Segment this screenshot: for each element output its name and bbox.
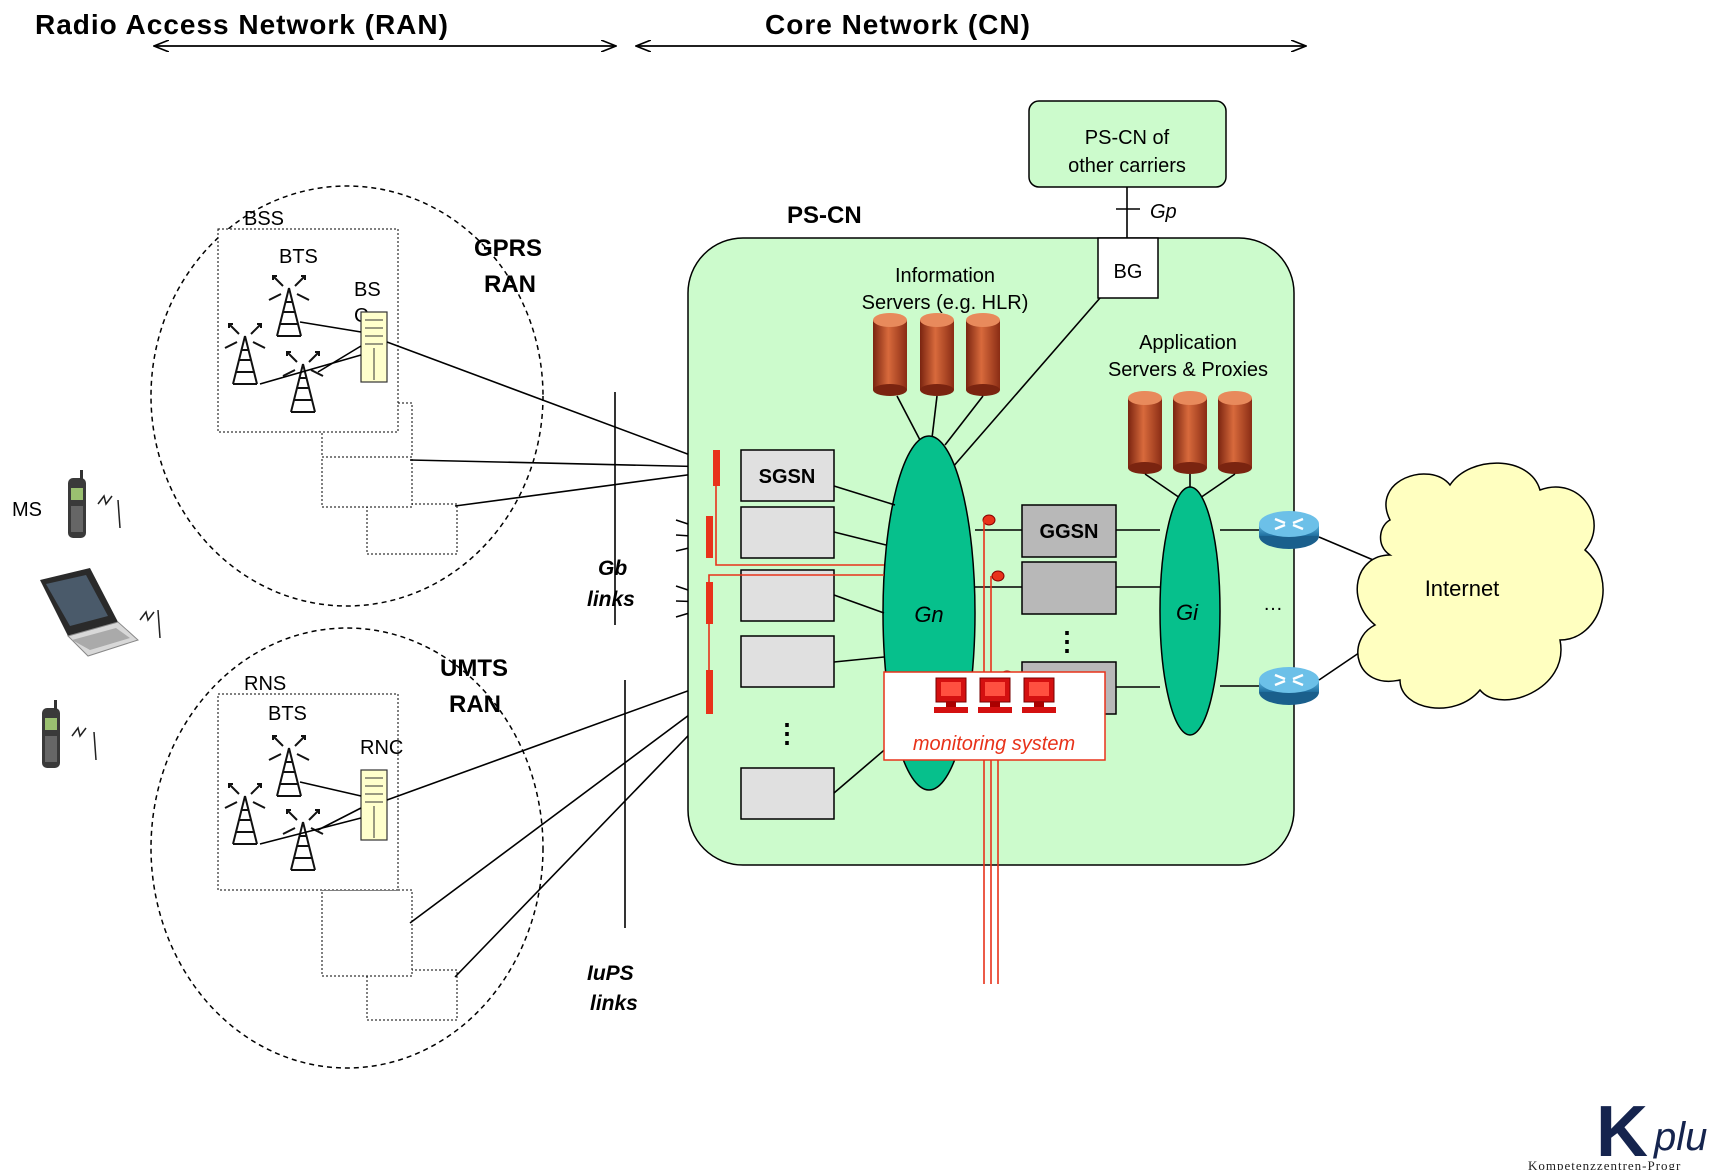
router-icon bbox=[1257, 665, 1321, 707]
bg-label: BG bbox=[1114, 261, 1143, 283]
probe-marker bbox=[713, 450, 720, 486]
iups-label-1: IuPS bbox=[587, 962, 634, 985]
umts-label-2: RAN bbox=[449, 691, 501, 718]
internet-label: Internet bbox=[1425, 576, 1500, 601]
sgsn-box-4 bbox=[740, 635, 835, 688]
probe-marker bbox=[706, 516, 713, 558]
laptop-icon bbox=[40, 568, 139, 657]
app-servers-label-1: Application bbox=[1139, 332, 1237, 354]
gprs-ran-ellipse bbox=[150, 185, 544, 607]
mobile-phone-icon bbox=[68, 470, 86, 538]
sgsn-vdots: ⋮ bbox=[774, 718, 800, 748]
bss-label: BSS bbox=[244, 208, 284, 230]
iups-label-2: links bbox=[590, 992, 638, 1015]
monitor-icon bbox=[1021, 677, 1057, 714]
signal-icon bbox=[97, 494, 121, 529]
monitor-icon bbox=[977, 677, 1013, 714]
hlr-server-icon bbox=[966, 313, 1000, 396]
rnc-rack-icon bbox=[360, 769, 388, 841]
rns-box-3 bbox=[366, 969, 458, 1021]
gi-ellipse bbox=[1159, 486, 1221, 736]
ms-label: MS bbox=[12, 499, 42, 521]
gb-label-1: Gb bbox=[598, 557, 627, 580]
kplus-logo: K plu Kompetenzzentren-Progr bbox=[1528, 1092, 1707, 1170]
other-carriers-label-2: other carriers bbox=[1068, 155, 1186, 177]
bss-box-3 bbox=[366, 503, 458, 555]
rnc-label: RNC bbox=[360, 737, 403, 759]
app-servers-label-2: Servers & Proxies bbox=[1108, 359, 1268, 381]
gprs-label-1: GPRS bbox=[474, 235, 542, 262]
gn-label: Gn bbox=[914, 602, 943, 627]
signal-icon bbox=[71, 726, 97, 761]
umts-ran-ellipse bbox=[150, 627, 544, 1069]
monitor-icon bbox=[933, 677, 969, 714]
internet-cloud bbox=[1356, 462, 1604, 709]
sgsn-box-5 bbox=[740, 767, 835, 820]
ggsn-label: GGSN bbox=[1040, 521, 1099, 543]
pscn-label: PS-CN bbox=[787, 202, 862, 229]
ggsn-box-2 bbox=[1021, 561, 1117, 615]
hlr-server-icon bbox=[873, 313, 907, 396]
ggsn-box bbox=[1021, 504, 1117, 558]
monitoring-label: monitoring system bbox=[913, 733, 1075, 755]
gprs-label-2: RAN bbox=[484, 271, 536, 298]
info-servers-label-2: Servers (e.g. HLR) bbox=[862, 292, 1029, 314]
bsc-label-1: BS bbox=[354, 279, 381, 301]
sgsn-box-2 bbox=[740, 506, 835, 559]
app-server-icon bbox=[1218, 391, 1252, 474]
mobile-phone-icon bbox=[42, 700, 60, 768]
logo-letter: K bbox=[1596, 1092, 1648, 1170]
router-icon bbox=[1257, 509, 1321, 551]
logo-suffix: plu bbox=[1653, 1115, 1707, 1159]
gp-label: Gp bbox=[1150, 201, 1177, 223]
gb-label-2: links bbox=[587, 588, 635, 611]
info-servers-label-1: Information bbox=[895, 265, 995, 287]
ggsn-vdots: ⋮ bbox=[1054, 626, 1080, 656]
bts-umts-label: BTS bbox=[268, 703, 307, 725]
sgsn-box-3 bbox=[740, 569, 835, 622]
app-server-icon bbox=[1173, 391, 1207, 474]
other-carriers-label-1: PS-CN of bbox=[1085, 127, 1170, 149]
logo-tagline: Kompetenzzentren-Progr bbox=[1528, 1158, 1681, 1170]
bss-box-2 bbox=[321, 456, 413, 508]
bg-box bbox=[1097, 237, 1159, 299]
sgsn-box bbox=[740, 449, 835, 502]
hlr-server-icon bbox=[920, 313, 954, 396]
router-hdots: … bbox=[1263, 593, 1283, 615]
app-server-icon bbox=[1128, 391, 1162, 474]
sgsn-label: SGSN bbox=[759, 466, 816, 488]
bts-gprs-label: BTS bbox=[279, 246, 318, 268]
ran-header: Radio Access Network (RAN) bbox=[35, 9, 449, 40]
signal-icon bbox=[139, 609, 161, 639]
cn-header: Core Network (CN) bbox=[765, 9, 1031, 40]
rns-box-2 bbox=[321, 889, 413, 977]
bsc-rack-icon bbox=[360, 311, 388, 383]
gi-label: Gi bbox=[1176, 600, 1199, 625]
rns-label: RNS bbox=[244, 673, 286, 695]
umts-label-1: UMTS bbox=[440, 655, 508, 682]
probe-marker bbox=[982, 514, 996, 526]
probe-marker bbox=[991, 570, 1005, 582]
